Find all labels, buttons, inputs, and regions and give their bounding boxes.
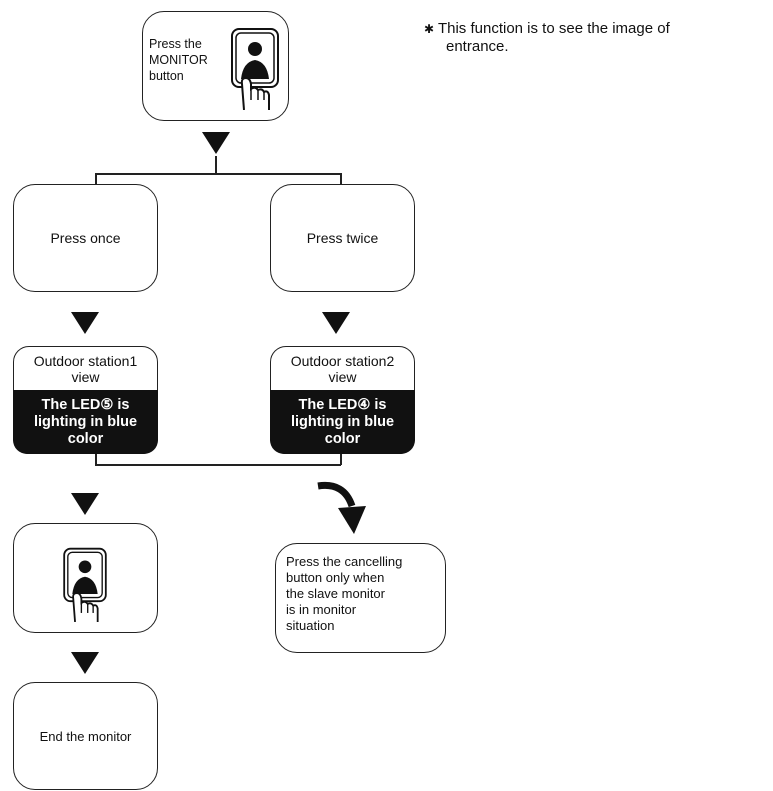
connector-split-bar <box>95 173 341 175</box>
station2-status-line-2: lighting in blue <box>290 413 395 430</box>
station1-title-line-2: view <box>71 369 100 385</box>
start-box: Press the MONITOR button <box>142 11 289 121</box>
station2-box: Outdoor station2 view The LED④ is lighti… <box>270 346 415 454</box>
station2-status-line-3: color <box>324 430 361 447</box>
press-twice-box: Press twice <box>270 184 415 292</box>
cancel-note-box: Press the cancelling button only when th… <box>275 543 446 653</box>
cancel-note-line-5: situation <box>286 618 335 633</box>
end-box: End the monitor <box>13 682 158 790</box>
start-label: Press the MONITOR button <box>149 36 208 84</box>
station2-status: The LED④ is lighting in blue color <box>270 390 415 454</box>
connector-split-right <box>340 173 342 185</box>
station1-title-line-1: Outdoor station1 <box>33 353 138 369</box>
connector-merge-right <box>340 454 342 465</box>
connector-merge-bar <box>95 464 341 466</box>
cancel-note-line-4: is in monitor <box>286 602 357 617</box>
arrow-merge-down <box>71 493 99 515</box>
station2-status-line-1: The LED④ is <box>298 396 387 413</box>
connector-split-left <box>95 173 97 185</box>
monitor-button-hand-icon <box>229 26 281 111</box>
station1-status-line-1: The LED⑤ is <box>41 396 130 413</box>
station1-box: Outdoor station1 view The LED⑤ is lighti… <box>13 346 158 454</box>
cancel-note-line-1: Press the cancelling <box>286 554 403 569</box>
cancel-note-line-2: button only when <box>286 570 385 585</box>
start-label-line-1: Press the <box>149 37 202 51</box>
station1-status-line-3: color <box>67 430 104 447</box>
arrow-once-down <box>71 312 99 334</box>
function-note: ✱ This function is to see the image of e… <box>424 20 769 56</box>
press-once-box: Press once <box>13 184 158 292</box>
press-once-label: Press once <box>50 230 121 246</box>
start-label-line-3: button <box>149 69 184 83</box>
station1-status: The LED⑤ is lighting in blue color <box>13 390 158 454</box>
station2-title: Outdoor station2 view <box>271 347 414 389</box>
arrow-twice-down <box>322 312 350 334</box>
curved-arrow-icon <box>314 478 370 540</box>
end-label: End the monitor <box>39 728 132 744</box>
cancel-note-text: Press the cancelling button only when th… <box>286 554 402 634</box>
press-again-box <box>13 523 158 633</box>
note-line-2: entrance. <box>446 38 509 55</box>
connector-split-stem <box>215 156 217 174</box>
station2-title-line-1: Outdoor station2 <box>290 353 395 369</box>
station1-status-line-2: lighting in blue <box>33 413 138 430</box>
arrow-end-down <box>71 652 99 674</box>
station1-title: Outdoor station1 view <box>14 347 157 389</box>
connector-merge-left <box>95 454 97 465</box>
note-line-1: This function is to see the image of <box>437 20 670 37</box>
asterisk-icon: ✱ <box>424 22 435 36</box>
cancel-note-line-3: the slave monitor <box>286 586 385 601</box>
station2-title-line-2: view <box>328 369 357 385</box>
monitor-button-hand-icon-2 <box>61 546 109 623</box>
start-label-line-2: MONITOR <box>149 53 208 67</box>
arrow-start-down <box>202 132 230 154</box>
press-twice-label: Press twice <box>306 230 379 246</box>
